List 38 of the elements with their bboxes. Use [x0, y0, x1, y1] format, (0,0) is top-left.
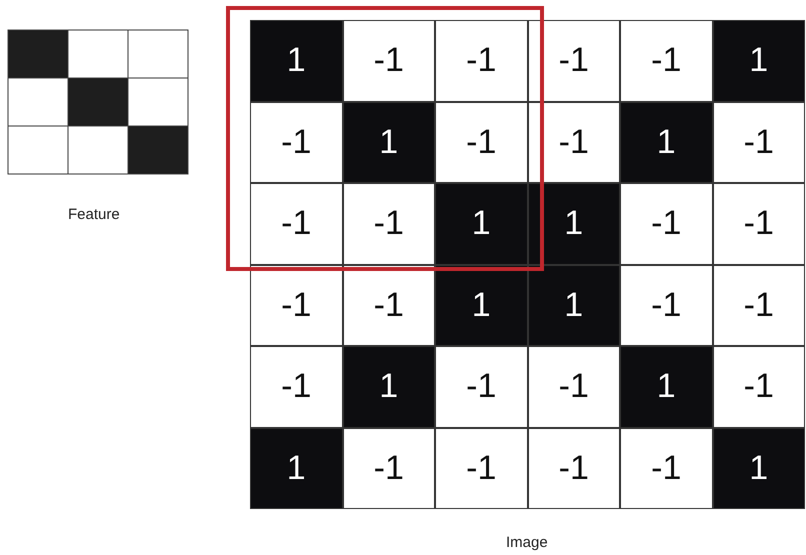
pixel-cell: -1 — [342, 20, 435, 102]
pixel-cell: 1 — [250, 20, 342, 102]
pixel-cell: -1 — [620, 20, 712, 102]
caption: Image — [506, 534, 548, 551]
pixel-cell: -1 — [528, 346, 620, 428]
pixel-cell: 1 — [528, 264, 620, 346]
pixel-cell: -1 — [250, 346, 342, 428]
pixel-cell: 1 — [250, 428, 342, 509]
pixel-cell: -1 — [712, 183, 805, 264]
pixel-cell: -1 — [435, 102, 528, 183]
pixel-cell: -1 — [435, 346, 528, 428]
pixel-cell: 1 — [620, 346, 712, 428]
pixel-cell: -1 — [250, 102, 342, 183]
pixel-cell: -1 — [528, 20, 620, 102]
pixel-cell: -1 — [342, 264, 435, 346]
pixel-cell: 1 — [342, 102, 435, 183]
pixel-cell: -1 — [435, 20, 528, 102]
pixel-cell: 1 — [712, 428, 805, 509]
pixel-cell: 1 — [435, 264, 528, 346]
pixel-cell: -1 — [712, 264, 805, 346]
pixel-cell: 1 — [528, 183, 620, 264]
pixel-cell: -1 — [528, 102, 620, 183]
pixel-cell: -1 — [250, 183, 342, 264]
pixel-cell: -1 — [712, 102, 805, 183]
pixel-cell: -1 — [620, 428, 712, 509]
pixel-cell: -1 — [435, 428, 528, 509]
pixel-cell: -1 — [620, 183, 712, 264]
pixel-cell: 1 — [620, 102, 712, 183]
pixel-cell: 1 — [342, 346, 435, 428]
pixel-cell: -1 — [342, 183, 435, 264]
pixel-cell: 1 — [435, 183, 528, 264]
pixel-cell: 1 — [712, 20, 805, 102]
pixel-cell: -1 — [250, 264, 342, 346]
pixel-cell: -1 — [620, 264, 712, 346]
caption: Feature — [68, 206, 120, 223]
pixel-cell: -1 — [528, 428, 620, 509]
pixel-cell: -1 — [342, 428, 435, 509]
pixel-cell: -1 — [712, 346, 805, 428]
